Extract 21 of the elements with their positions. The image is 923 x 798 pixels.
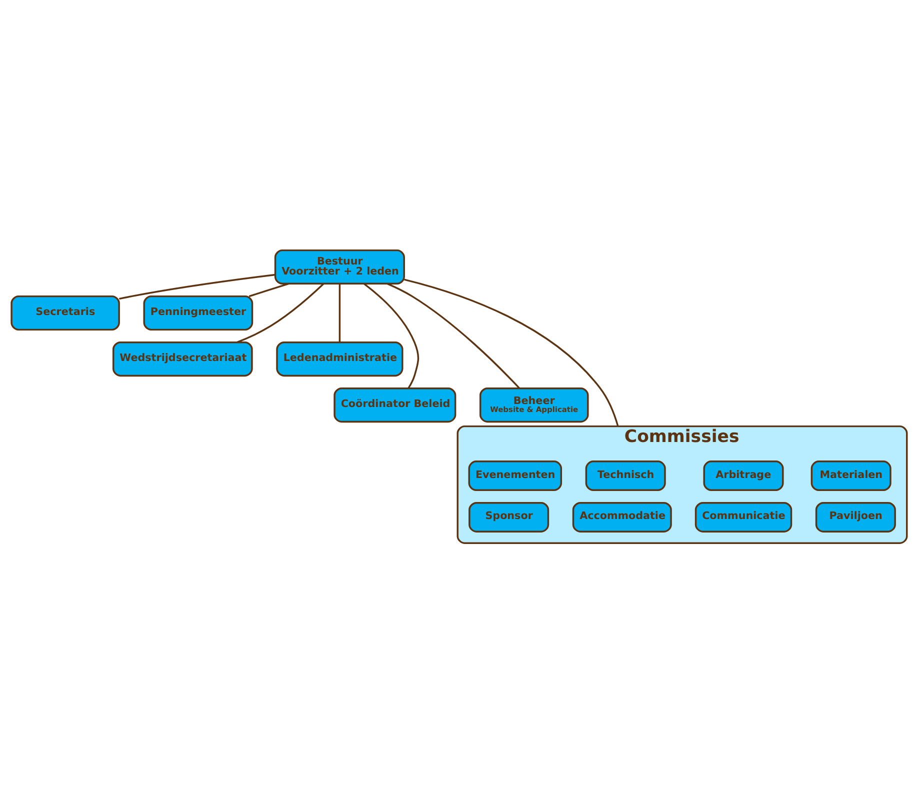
node-box: Bestuur Voorzitter + 2 leden	[274, 249, 405, 285]
connector	[236, 283, 324, 344]
node-box: Technisch	[585, 460, 666, 492]
node-box: Communicatie	[694, 502, 792, 532]
node-box: Accommodatie	[572, 502, 672, 532]
node-box: Materialen	[810, 460, 892, 492]
node-box: Sponsor	[468, 502, 550, 532]
connector	[386, 282, 520, 389]
node-box: Ledenadministratie	[276, 341, 404, 377]
connector	[119, 274, 276, 300]
connector	[338, 284, 341, 342]
connector	[248, 282, 290, 298]
connector	[404, 278, 619, 427]
node-box: Coördinator Beleid	[334, 388, 456, 423]
connector	[363, 282, 420, 389]
node-box: Secretaris	[10, 295, 120, 331]
node-box: Wedstrijdsecretariaat	[112, 341, 253, 377]
node-box: Penningmeester	[143, 295, 254, 331]
node-box: Evenementen	[468, 460, 562, 492]
node-box: Paviljoen	[815, 502, 896, 532]
node-box: Arbitrage	[703, 460, 784, 492]
